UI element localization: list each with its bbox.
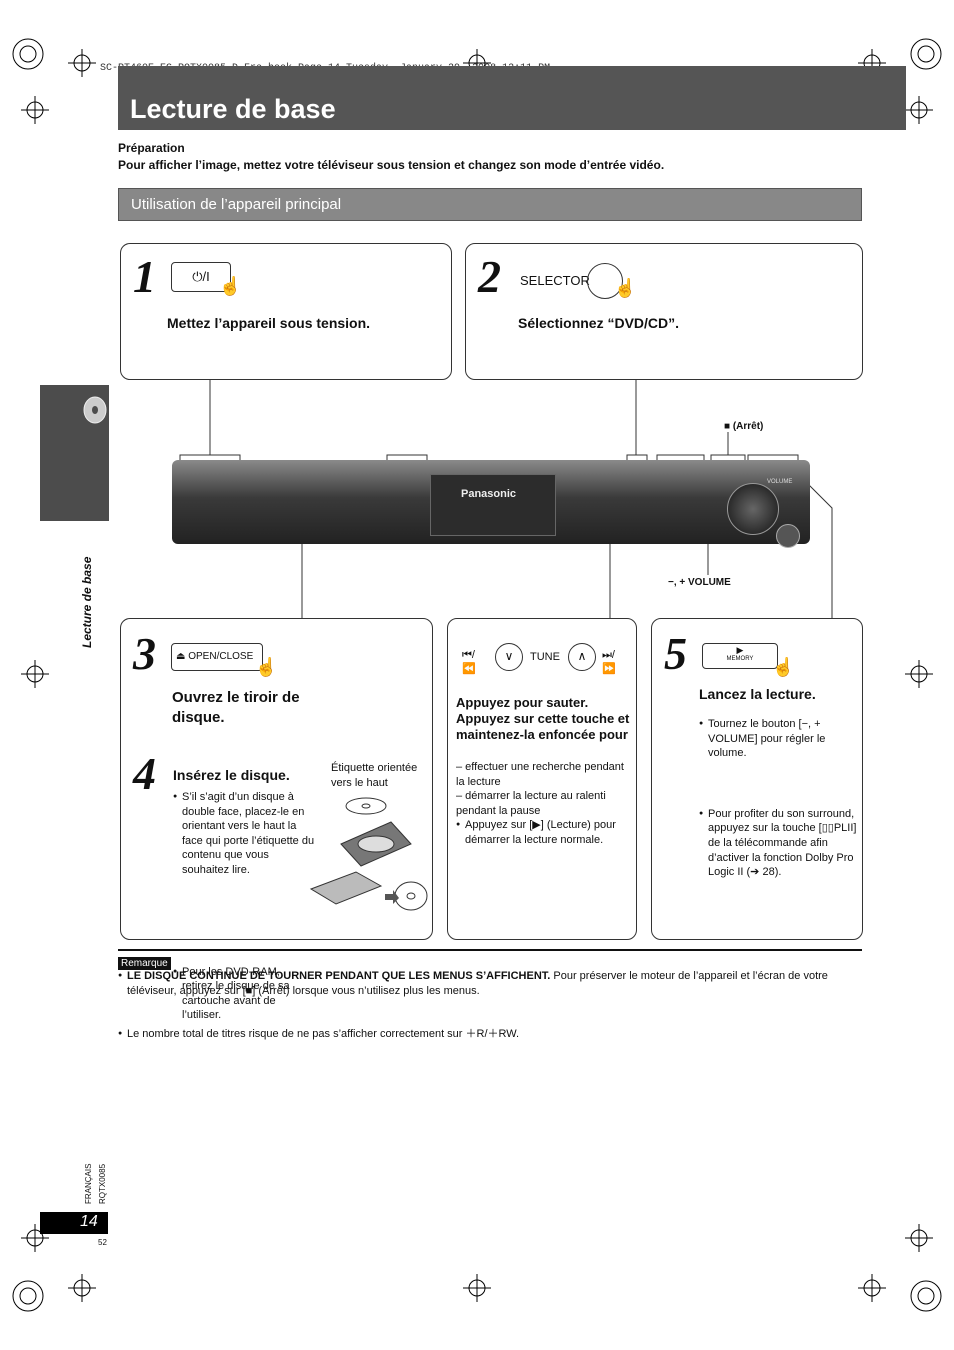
brand-logo: Panasonic	[461, 488, 517, 500]
skip-bullet: Appuyez sur [▶] (Lecture) pour démarrer …	[456, 818, 635, 847]
step-1-box: 1 ⏻/I ☝ Mettez l’appareil sous tension.	[120, 243, 452, 380]
preparation-text: Pour afficher l’image, mettez votre télé…	[118, 158, 665, 172]
step-2-text: Sélectionnez “DVD/CD”.	[518, 315, 680, 331]
label-note: Étiquette orientée vers le haut	[331, 762, 418, 789]
step-1-text: Mettez l’appareil sous tension.	[167, 315, 371, 331]
tune-up-button[interactable]: ∧	[568, 643, 596, 671]
preparation-label: Préparation	[118, 141, 185, 155]
remarque-note-2: Le nombre total de titres risque de ne p…	[118, 1027, 867, 1042]
step-number: 4	[133, 748, 156, 799]
skip-search-box: ⏮/⏪ ∨ TUNE ∧ ⏭/⏩ Appuyez pour sauter. Ap…	[447, 618, 637, 940]
disc-icon	[83, 396, 107, 424]
remarque-note-1: LE DISQUE CONTINUE DE TOURNER PENDANT QU…	[118, 969, 867, 998]
sub-page-number: 52	[98, 1238, 107, 1247]
section-title: Utilisation de l’appareil principal	[131, 196, 342, 213]
step-2-box: 2 SELECTOR ☝ Sélectionnez “DVD/CD”.	[465, 243, 863, 380]
eject-icon: ⏏	[176, 651, 186, 662]
play-icon: ▶	[736, 645, 744, 655]
side-tab	[40, 385, 109, 521]
section-bar	[118, 188, 862, 221]
step-5-bullet-2: Pour profiter du son surround, appuyez s…	[699, 807, 868, 880]
step-3-4-box: 3 ⏏ OPEN/CLOSE ☝ Ouvrez le tiroir de dis…	[120, 618, 433, 1021]
hand-icon: ☝	[614, 278, 637, 298]
page-number-box	[40, 1212, 108, 1234]
page-number: 14	[80, 1213, 98, 1230]
disc-insertion-illustration	[309, 797, 428, 911]
step-number: 3	[133, 628, 156, 679]
hand-icon: ☝	[772, 657, 795, 677]
step-number: 2	[478, 251, 501, 302]
step-number: 1	[133, 251, 156, 302]
open-close-button[interactable]: ⏏ OPEN/CLOSE	[171, 643, 263, 671]
skip-dash-1: – effectuer une recherche pendant la lec…	[456, 761, 624, 788]
title-bar	[118, 66, 906, 130]
page-title: Lecture de base	[130, 94, 336, 124]
remarque-divider	[118, 949, 862, 951]
skip-heading: Appuyez pour sauter. Appuyez sur cette t…	[456, 695, 630, 742]
step-5-bullet-1: Tournez le bouton [−, + VOLUME] pour rég…	[699, 717, 863, 761]
step-number: 5	[664, 628, 687, 679]
selector-knob[interactable]	[587, 263, 623, 299]
skip-back-icon: ⏮/⏪	[462, 649, 476, 675]
footer-code: RQTX0085	[98, 1163, 107, 1204]
tune-label: TUNE	[530, 651, 560, 663]
selector-label: SELECTOR	[520, 273, 590, 288]
footer-lang: FRANÇAIS	[84, 1163, 93, 1204]
disc-tray	[430, 474, 556, 536]
tune-down-button[interactable]: ∨	[495, 643, 523, 671]
stop-label: ■ (Arrêt)	[724, 421, 764, 432]
volume-label: −, + VOLUME	[668, 577, 731, 588]
remarque-label: Remarque	[118, 957, 171, 970]
step-4-text: Insérez le disque.	[173, 767, 290, 783]
power-button[interactable]: ⏻/I	[171, 262, 231, 292]
step-4-bullet-1: S’il s’agit d’un disque à double face, p…	[173, 790, 317, 878]
hand-icon: ☝	[255, 657, 278, 677]
step-5-text: Lancez la lecture.	[699, 686, 816, 702]
skip-forward-icon: ⏭/⏩	[602, 649, 616, 675]
step-5-box: 5 ▶ MEMORY ☝ Lancez la lecture. Tournez …	[651, 618, 863, 940]
hand-icon: ☝	[219, 276, 242, 296]
volume-knob[interactable]	[727, 483, 779, 535]
step-3-text: Ouvrez le tiroir de disque.	[172, 689, 300, 726]
volume-mark: VOLUME	[767, 479, 793, 485]
play-button[interactable]: ▶ MEMORY	[702, 643, 778, 669]
headphone-jack	[776, 524, 800, 548]
skip-dash-2: – démarrer la lecture au ralenti pendant…	[456, 790, 606, 817]
